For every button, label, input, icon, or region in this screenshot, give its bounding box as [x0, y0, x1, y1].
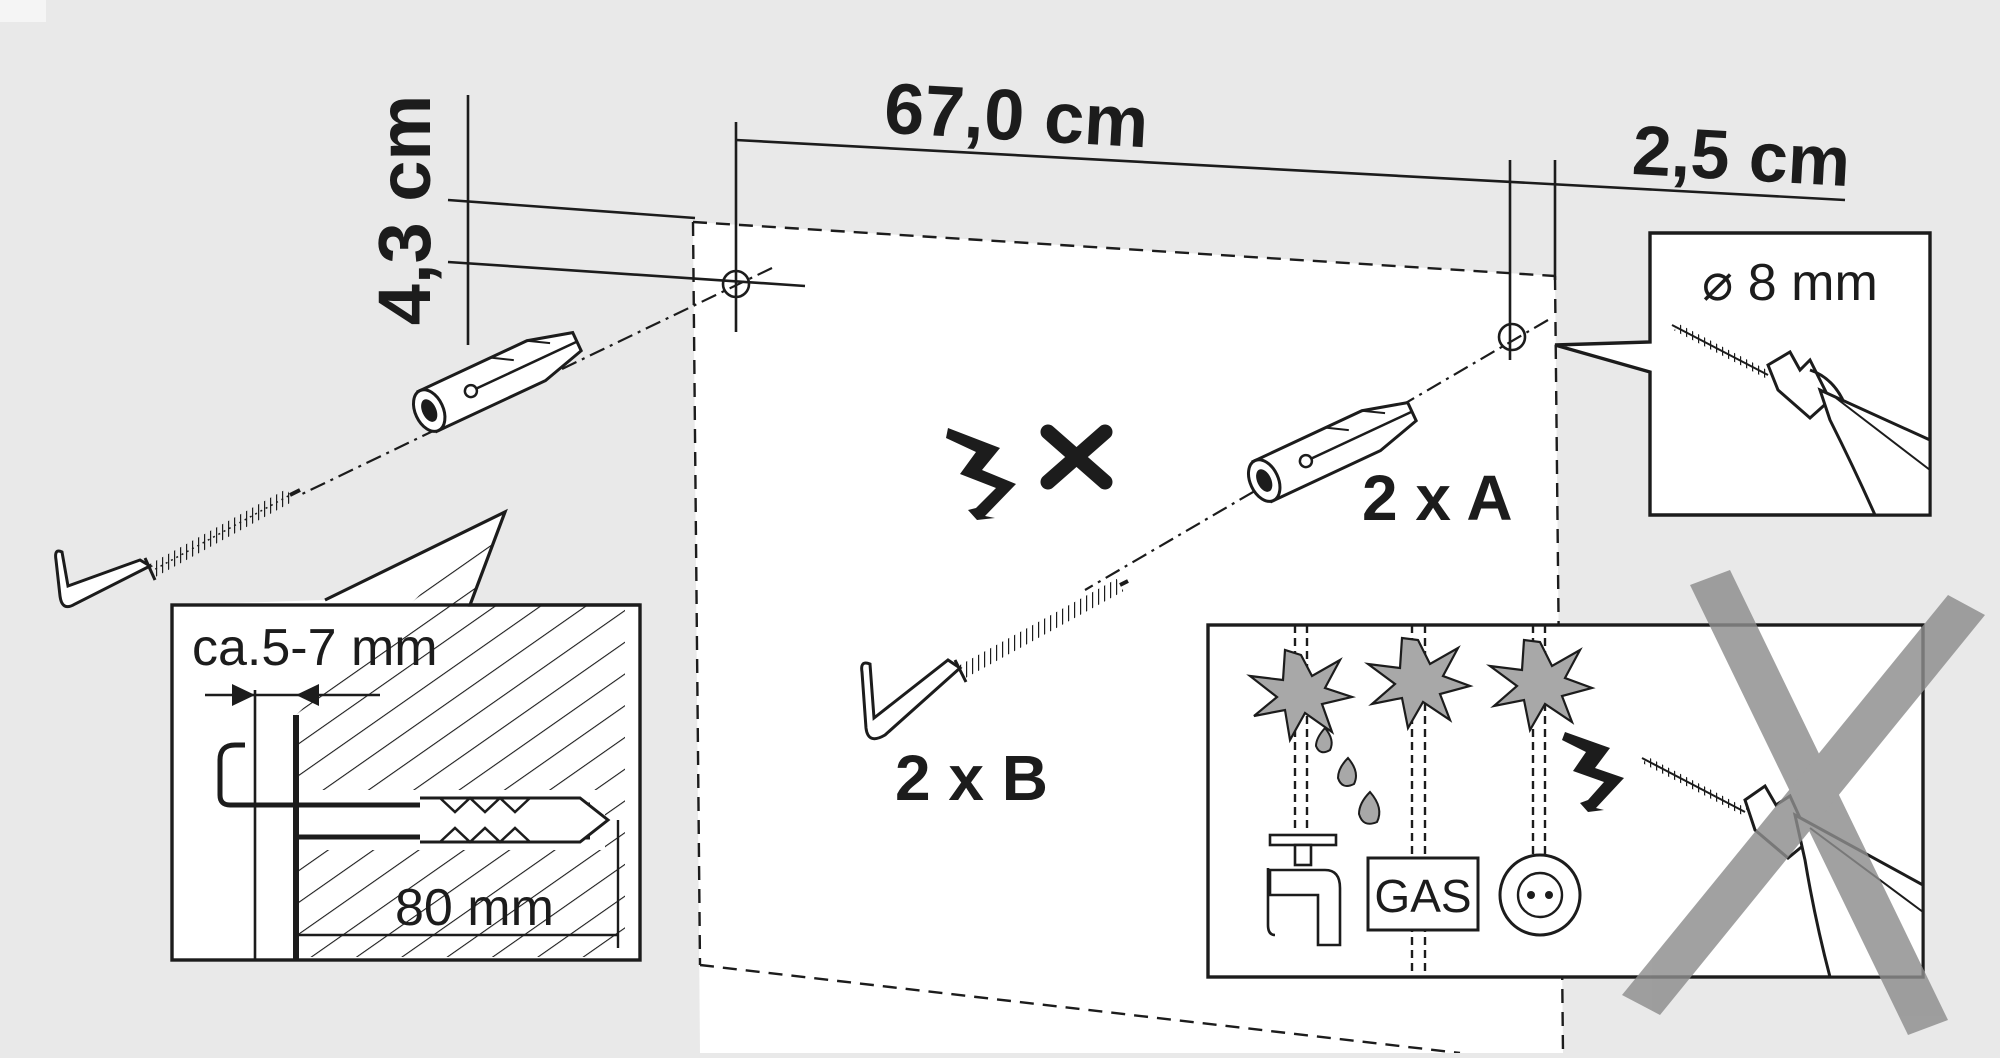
wall-area-outline: [692, 220, 1556, 278]
explosion-star-2: [1363, 636, 1474, 732]
anchor-quantity-label: 2 x A: [1362, 462, 1513, 534]
drill-icon: [1671, 323, 1932, 517]
wall-plug-right: [1246, 400, 1419, 504]
wall-area-left-edge: [691, 221, 702, 966]
gas-label: GAS: [1374, 870, 1471, 922]
gap-dimension-label: ca.5-7 mm: [192, 619, 438, 677]
hook-quantity-label: 2 x B: [895, 742, 1048, 814]
explosion-star-3: [1485, 638, 1596, 734]
drill-callout: [1554, 231, 1932, 517]
explosion-star-1: [1246, 648, 1357, 744]
drill-diameter-label: ⌀ 8 mm: [1702, 254, 1878, 312]
drill-hole-right: [1497, 322, 1527, 352]
lightning-icon: [1562, 732, 1624, 812]
forbidden-cross-icon: [1622, 570, 1985, 1035]
hook-screw-left: [54, 488, 301, 609]
wall-area-bottom-edge: [699, 963, 1461, 1055]
depth-dimension-label: 80 mm: [395, 879, 554, 937]
gas-box-icon: [1366, 856, 1480, 932]
cross-section-detail: [170, 508, 642, 962]
hook-screw-right: [860, 578, 1129, 741]
lightning-cross-icon: [946, 424, 1113, 520]
power-socket-icon: [1498, 853, 1582, 937]
width-dimension-label: 67,0 cm: [882, 69, 1150, 164]
height-dimension-label: 4,3 cm: [363, 95, 446, 325]
wall-plug-left: [411, 330, 584, 434]
offset-dimension-label: 2,5 cm: [1630, 111, 1852, 201]
drill-hole-left: [721, 269, 751, 299]
water-drops: [1314, 726, 1381, 825]
water-tap-icon: [1266, 833, 1342, 947]
corner-artifact: [0, 0, 46, 22]
